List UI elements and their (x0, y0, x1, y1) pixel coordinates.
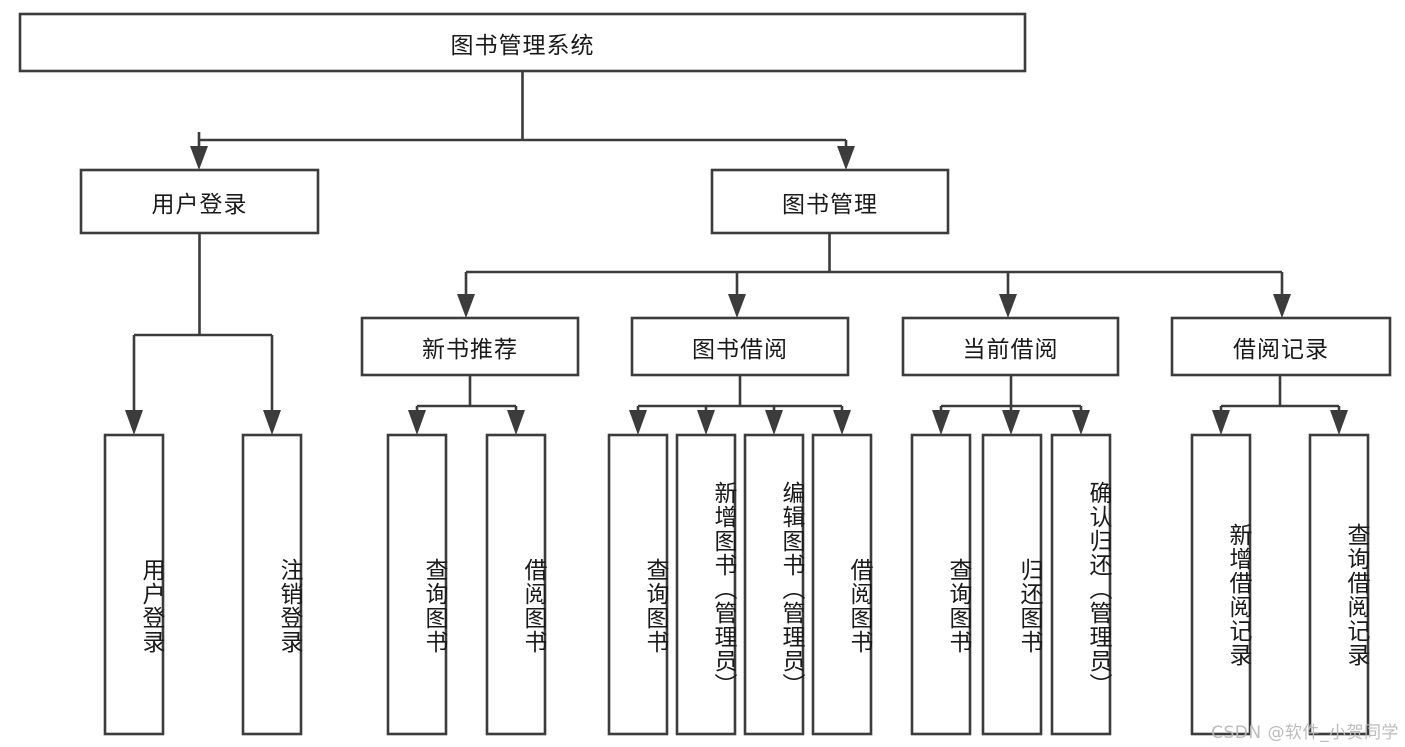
node-box-new-book-recommend[interactable] (360, 316, 580, 377)
node-label-user-login: 用户登录 (151, 191, 248, 218)
arrow-head-leaf-query-book-borrow (629, 410, 647, 435)
node-box-book-manage[interactable] (710, 168, 950, 235)
node-box-borrow-record[interactable] (1170, 316, 1392, 377)
node-label-root: 图书管理系统 (450, 32, 595, 59)
node-box-book-borrow[interactable] (630, 316, 850, 377)
node-box-leaf-add-book-admin[interactable] (675, 433, 737, 736)
node-box-leaf-edit-book-admin[interactable] (743, 433, 805, 736)
arrow-head-leaf-query-borrow-record (1330, 410, 1348, 435)
arrow-head-leaf-add-book-admin (697, 410, 715, 435)
arrow-head-new-book-recommend (457, 294, 475, 318)
node-label-book-borrow: 图书借阅 (692, 336, 788, 363)
node-box-leaf-return-book[interactable] (981, 433, 1043, 736)
node-box-leaf-add-borrow-record[interactable] (1190, 433, 1252, 736)
connector-group-book-borrow (629, 375, 851, 435)
arrow-head-leaf-confirm-return-admin (1072, 410, 1090, 435)
node-box-leaf-user-login[interactable] (103, 433, 165, 736)
node-box-leaf-borrow-book-rec[interactable] (485, 433, 547, 736)
arrow-head-leaf-edit-book-admin (765, 410, 783, 435)
connector-group-current-borrow (932, 375, 1090, 435)
connector-group-user-login (125, 233, 281, 435)
arrow-head-borrow-record (1273, 294, 1291, 318)
node-box-leaf-confirm-return-admin[interactable] (1050, 433, 1112, 736)
connector-group-root (190, 71, 855, 170)
node-label-borrow-record: 借阅记录 (1233, 336, 1329, 363)
connector-group-new-book-recommend (408, 375, 525, 435)
arrow-head-book-borrow (728, 294, 746, 318)
watermark-text: CSDN @软件_小贺同学 (1211, 723, 1399, 743)
node-label-book-manage: 图书管理 (782, 191, 878, 218)
arrow-head-leaf-user-login (125, 410, 143, 435)
arrow-head-leaf-user-logout (263, 410, 281, 435)
node-label-new-book-recommend: 新书推荐 (422, 336, 518, 363)
node-box-leaf-borrow-book[interactable] (811, 433, 873, 736)
arrow-head-book-manage (837, 146, 855, 170)
arrow-head-leaf-query-book-cur (932, 410, 950, 435)
arrow-head-leaf-query-book-rec (408, 410, 426, 435)
node-label-current-borrow: 当前借阅 (962, 336, 1059, 363)
node-box-root[interactable] (18, 12, 1027, 73)
node-box-leaf-user-logout[interactable] (241, 433, 303, 736)
connector-group-borrow-record (1212, 375, 1348, 435)
node-box-leaf-query-borrow-record[interactable] (1308, 433, 1370, 736)
arrow-head-current-borrow (999, 294, 1017, 318)
node-box-current-borrow[interactable] (901, 316, 1120, 377)
arrow-head-user-login (190, 146, 208, 170)
arrow-head-leaf-borrow-book-rec (507, 410, 525, 435)
node-box-user-login[interactable] (79, 168, 320, 235)
arrow-head-leaf-add-borrow-record (1212, 410, 1230, 435)
arrow-head-leaf-borrow-book (833, 410, 851, 435)
node-box-leaf-query-book-cur[interactable] (910, 433, 972, 736)
node-box-leaf-query-book-borrow[interactable] (607, 433, 669, 736)
arrow-head-leaf-return-book (1002, 410, 1020, 435)
connector-group-book-manage (457, 233, 1291, 318)
node-box-leaf-query-book-rec[interactable] (386, 433, 448, 736)
